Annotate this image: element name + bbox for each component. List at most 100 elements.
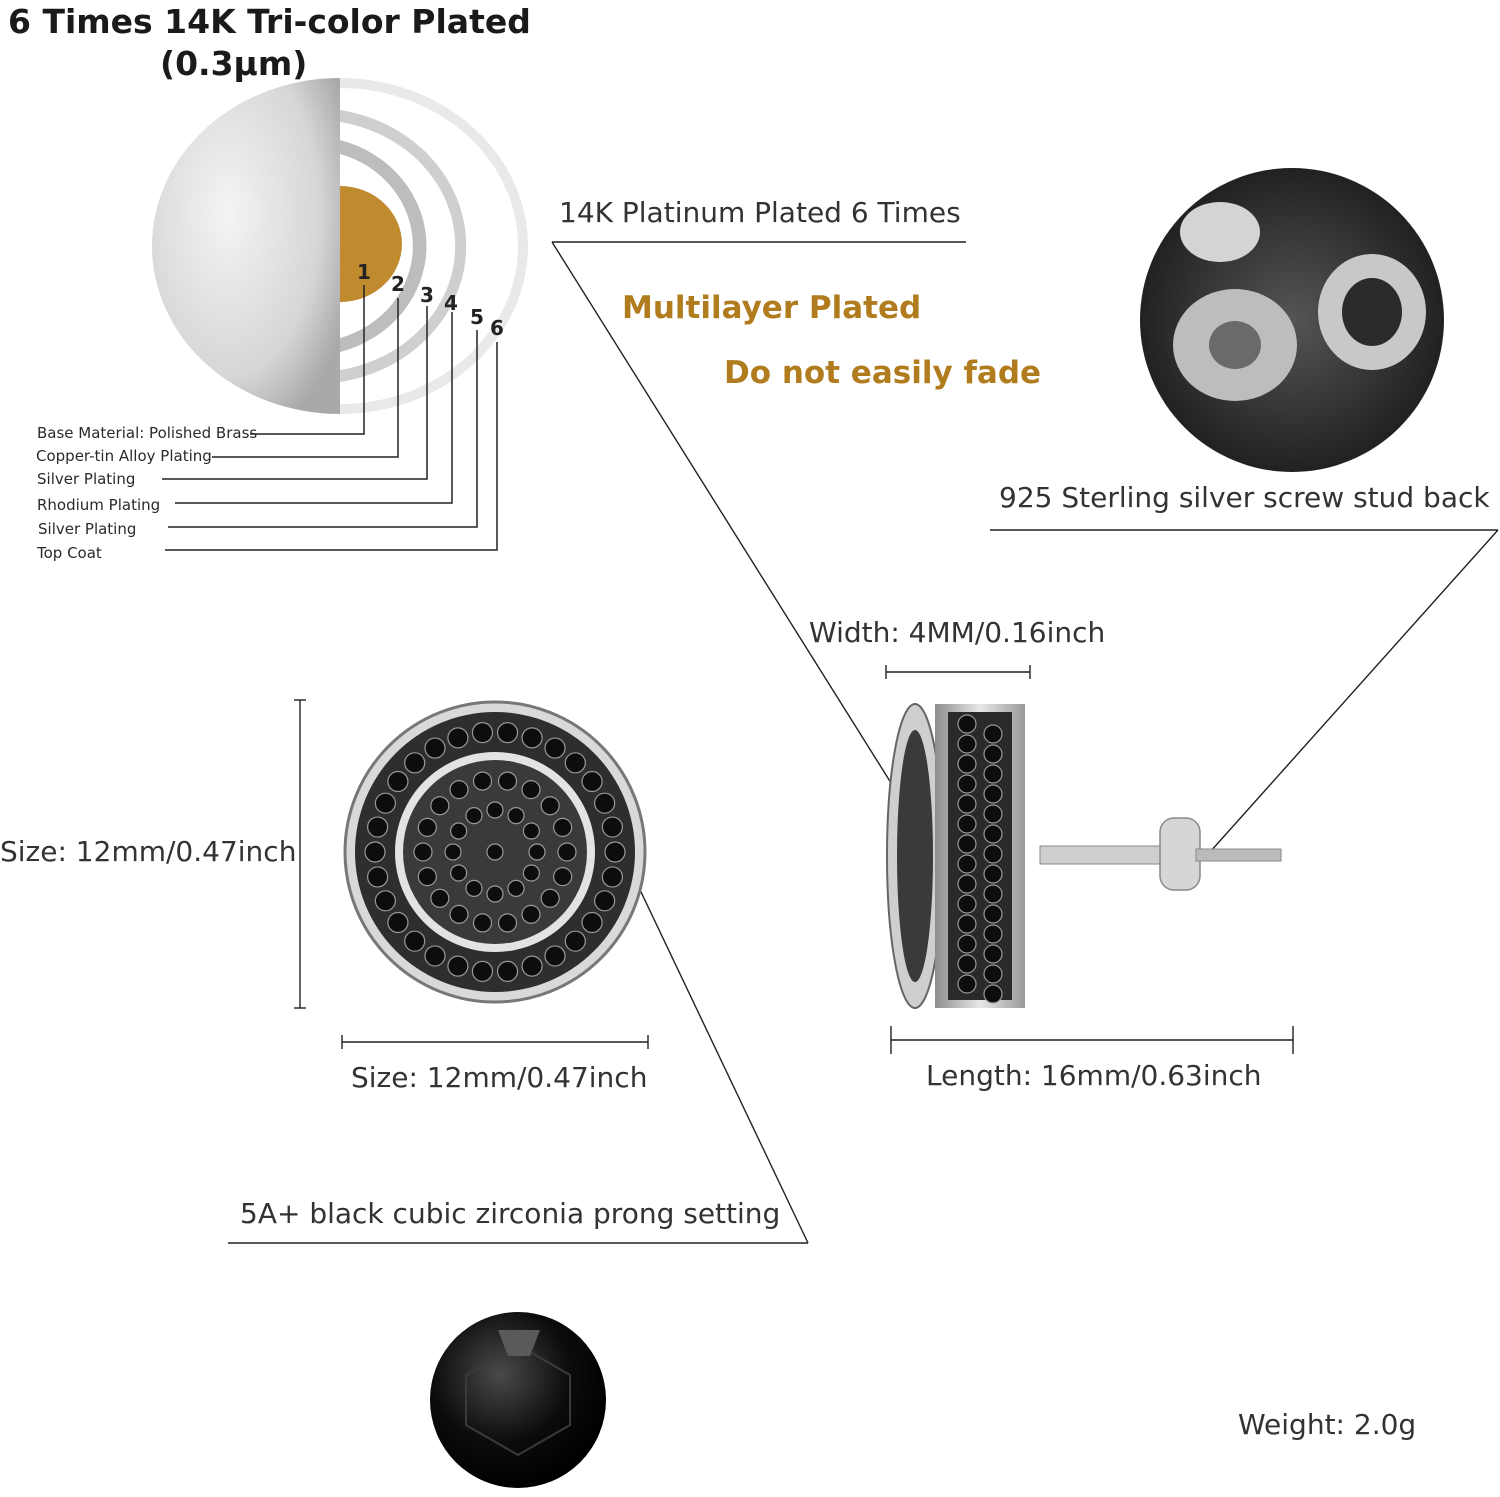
- stone: [404, 752, 426, 774]
- layer-number-5: 5: [470, 305, 484, 329]
- stone: [387, 770, 409, 793]
- stone: [374, 792, 396, 814]
- stone: [957, 974, 977, 994]
- stone-setting-label: 5A+ black cubic zirconia prong setting: [240, 1197, 781, 1230]
- layer-label-2: Copper-tin Alloy Plating: [36, 447, 212, 465]
- stone: [521, 780, 541, 800]
- stone: [957, 874, 977, 894]
- width-label: Width: 4MM/0.16inch: [809, 616, 1106, 649]
- stone: [557, 842, 577, 862]
- stone: [447, 955, 469, 977]
- stone: [424, 945, 446, 967]
- stone: [430, 796, 450, 816]
- layer-leader-lines: [162, 285, 498, 551]
- stone: [553, 817, 573, 837]
- stone: [486, 801, 504, 819]
- stone: [957, 854, 977, 874]
- stone: [449, 904, 469, 924]
- size-horizontal-label: Size: 12mm/0.47inch: [351, 1061, 648, 1094]
- stone: [450, 822, 468, 840]
- layer-number-2: 2: [391, 272, 405, 296]
- length-label: Length: 16mm/0.63inch: [926, 1059, 1262, 1092]
- multilayer-plated-label: Multilayer Plated: [622, 290, 922, 326]
- platinum-plated-label: 14K Platinum Plated 6 Times: [559, 196, 961, 229]
- stone: [983, 824, 1003, 844]
- stone: [957, 774, 977, 794]
- stone: [983, 804, 1003, 824]
- layer-label-1: Base Material: Polished Brass: [37, 424, 258, 442]
- stone: [957, 714, 977, 734]
- stone: [983, 884, 1003, 904]
- stone: [522, 864, 540, 882]
- stone: [594, 890, 616, 912]
- black-gemstone: [430, 1312, 606, 1488]
- stone: [450, 864, 468, 882]
- stone: [444, 843, 462, 861]
- stone: [387, 911, 409, 934]
- stone: [447, 727, 469, 749]
- stone: [564, 930, 586, 952]
- stone: [465, 807, 483, 825]
- layer-number-1: 1: [357, 260, 371, 284]
- stone: [540, 796, 560, 816]
- stone: [522, 822, 540, 840]
- stone: [983, 904, 1003, 924]
- stone: [417, 817, 437, 837]
- stone: [544, 737, 566, 759]
- stone: [957, 814, 977, 834]
- stone: [983, 864, 1003, 884]
- stone: [957, 894, 977, 914]
- stone: [957, 754, 977, 774]
- stone: [564, 752, 586, 774]
- callout-lines: [228, 241, 1499, 1244]
- stud-side-view: [886, 703, 1282, 1009]
- brass-core: [340, 186, 402, 302]
- stone: [486, 885, 504, 903]
- stone: [496, 722, 519, 744]
- stone: [424, 737, 446, 759]
- stone: [983, 764, 1003, 784]
- stone: [521, 904, 541, 924]
- stone: [957, 954, 977, 974]
- stone: [471, 960, 494, 982]
- layer-label-3: Silver Plating: [37, 470, 136, 488]
- front-view-stones: [364, 722, 626, 982]
- layer-number-4: 4: [444, 291, 458, 315]
- screw-back-photo: [1140, 168, 1444, 472]
- stone: [983, 944, 1003, 964]
- diagram-title: 6 Times 14K Tri-color Plated: [8, 2, 531, 41]
- stone: [983, 744, 1003, 764]
- stone: [983, 964, 1003, 984]
- stone: [957, 734, 977, 754]
- stone: [521, 727, 543, 749]
- layer-label-5: Silver Plating: [38, 520, 137, 538]
- layer-cross-section: [152, 78, 528, 414]
- layer-label-4: Rhodium Plating: [37, 496, 161, 514]
- stone: [364, 841, 386, 863]
- stone: [983, 784, 1003, 804]
- stone: [465, 879, 483, 897]
- stone: [983, 724, 1003, 744]
- stone: [581, 911, 603, 934]
- stone: [367, 816, 389, 838]
- stone: [449, 780, 469, 800]
- stone: [430, 888, 450, 908]
- side-view-stones: [957, 714, 1003, 1004]
- stone: [471, 722, 494, 744]
- stone: [604, 841, 626, 863]
- weight-label: Weight: 2.0g: [1238, 1408, 1417, 1441]
- stone: [472, 913, 493, 933]
- sphere-half: [152, 78, 340, 414]
- stone: [983, 984, 1003, 1004]
- stone: [983, 924, 1003, 944]
- stone: [528, 843, 546, 861]
- stone: [957, 794, 977, 814]
- stone: [472, 771, 493, 791]
- stone: [507, 879, 525, 897]
- no-fade-label: Do not easily fade: [724, 355, 1042, 391]
- layer-label-6: Top Coat: [37, 544, 102, 562]
- layer-number-3: 3: [420, 283, 434, 307]
- stone: [367, 866, 389, 888]
- stone: [601, 866, 623, 888]
